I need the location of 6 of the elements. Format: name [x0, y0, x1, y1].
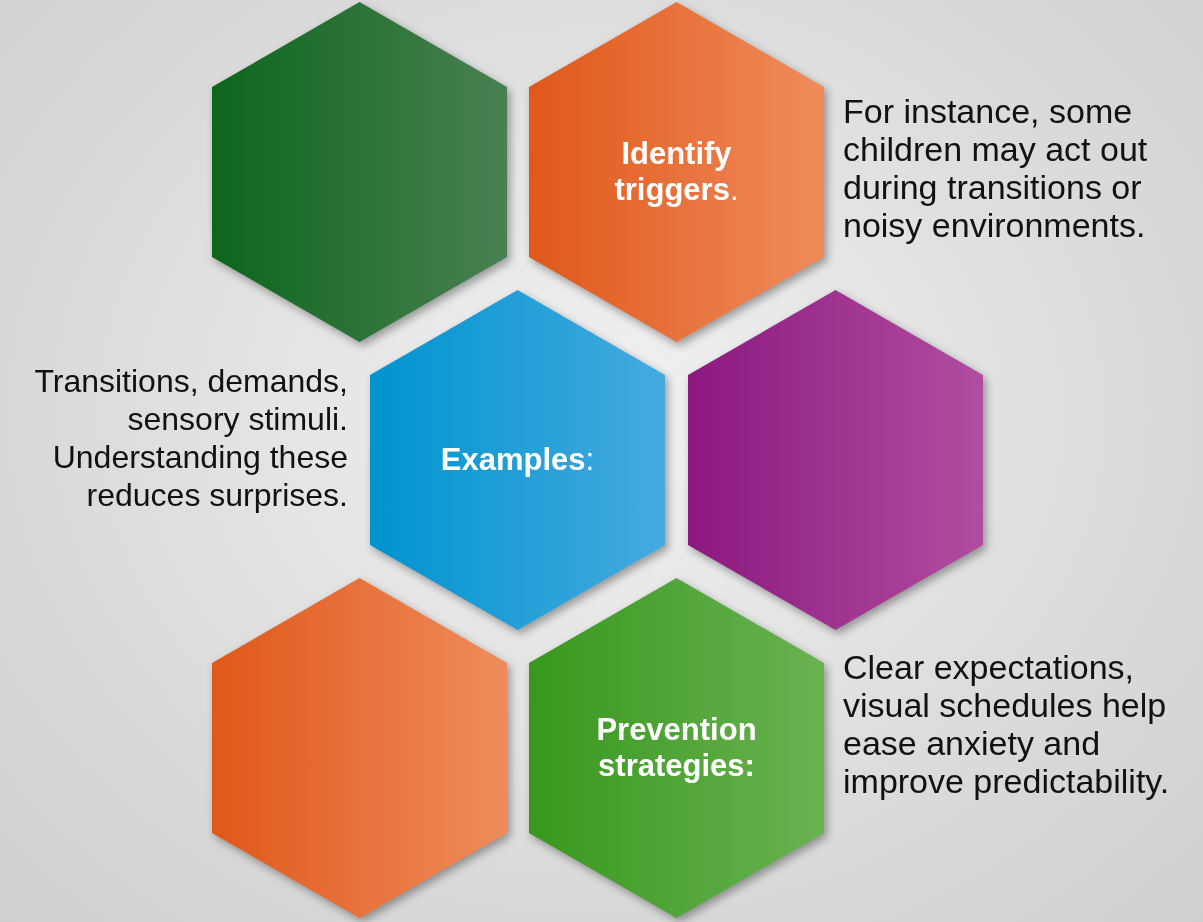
hexagon-label: Identify triggers.: [613, 136, 740, 208]
description-text: Transitions, demands, sensory stimuli. Understanding these reduces surprises.: [33, 362, 348, 514]
hexagon-label: Examples:: [440, 442, 595, 478]
hexagon-label: Prevention strategies:: [595, 712, 758, 784]
description-text: For instance, some children may act out during transitions or noisy environments.: [843, 92, 1149, 244]
description-text: Clear expectations, visual schedules help ease anxiety and improve predictability.: [843, 648, 1171, 800]
